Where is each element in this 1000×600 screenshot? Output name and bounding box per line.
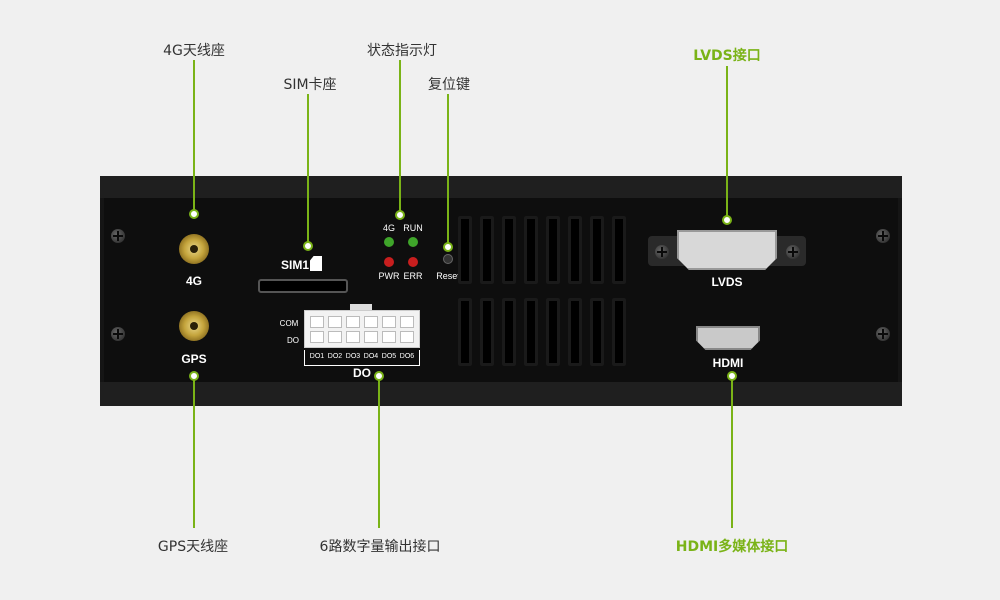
callout-dot-gps	[189, 371, 199, 381]
led-4g-indicator	[384, 237, 394, 247]
vent-slot	[502, 216, 516, 284]
do-pin-labels: DO1 DO2 DO3 DO4 DO5 DO6	[304, 350, 420, 366]
do-pin-label: DO3	[345, 353, 361, 360]
callout-line-reset	[447, 94, 449, 247]
gps-antenna-connector	[179, 311, 209, 341]
reset-button[interactable]	[443, 254, 453, 264]
callout-line-gps	[193, 376, 195, 528]
do-connector-tab	[350, 304, 372, 312]
led-pwr-indicator	[384, 257, 394, 267]
do-terminal-block	[304, 310, 420, 348]
callout-dot-4g	[189, 209, 199, 219]
led-run-label: RUN	[403, 223, 423, 233]
reset-label: Reset	[436, 271, 460, 281]
sim-card-slot	[258, 279, 348, 293]
vent-slot	[612, 298, 626, 366]
vent-slot	[480, 216, 494, 284]
callout-line-hdmi	[731, 376, 733, 528]
screw-icon	[876, 327, 890, 341]
callout-line-lvds	[726, 66, 728, 220]
vent-slot	[590, 298, 604, 366]
vent-slot	[458, 216, 472, 284]
callout-line-4g	[193, 60, 195, 214]
lvds-label: LVDS	[711, 275, 743, 289]
screw-icon	[655, 245, 669, 259]
callout-line-led	[399, 60, 401, 215]
screw-icon	[876, 229, 890, 243]
sim-card-icon	[310, 256, 322, 271]
device-front-panel: 4G GPS SIM1 4G RUN PWR ERR Reset COM DO …	[100, 176, 902, 406]
label-status-led: 状态指示灯	[367, 43, 437, 59]
vent-grille	[450, 214, 630, 370]
sim-label: SIM1	[280, 258, 310, 272]
vent-slot	[612, 216, 626, 284]
do-row-label: DO	[287, 336, 299, 345]
do-pin-label: DO4	[363, 353, 379, 360]
callout-line-do	[378, 376, 380, 528]
callout-dot-hdmi	[727, 371, 737, 381]
vent-slot	[568, 298, 582, 366]
4g-antenna-connector	[179, 234, 209, 264]
vent-slot	[524, 216, 538, 284]
callout-line-sim	[307, 94, 309, 246]
screw-icon	[111, 229, 125, 243]
4g-port-label: 4G	[185, 274, 203, 288]
hdmi-label: HDMI	[712, 356, 744, 370]
label-digital-output: 6路数字量输出接口	[319, 539, 441, 555]
label-reset-key: 复位键	[428, 77, 470, 93]
label-sim-slot: SIM卡座	[283, 77, 337, 93]
hdmi-connector	[696, 326, 760, 350]
gps-port-label: GPS	[181, 352, 207, 366]
callout-dot-sim	[303, 241, 313, 251]
do-pin-label: DO2	[327, 353, 343, 360]
callout-dot-reset	[443, 242, 453, 252]
do-pin-label: DO1	[309, 353, 325, 360]
lvds-connector	[677, 230, 777, 270]
vent-slot	[458, 298, 472, 366]
com-label: COM	[279, 319, 299, 328]
do-pin-label: DO6	[399, 353, 415, 360]
vent-slot	[502, 298, 516, 366]
vent-slot	[524, 298, 538, 366]
vent-slot	[480, 298, 494, 366]
led-4g-label: 4G	[382, 223, 396, 233]
label-hdmi-port: HDMI多媒体接口	[675, 539, 789, 555]
do-pin-label: DO5	[381, 353, 397, 360]
led-err-label: ERR	[403, 271, 423, 281]
vent-slot	[590, 216, 604, 284]
screw-icon	[111, 327, 125, 341]
label-4g-antenna: 4G天线座	[163, 43, 225, 59]
do-label: DO	[353, 366, 371, 380]
led-err-indicator	[408, 257, 418, 267]
screw-icon	[786, 245, 800, 259]
led-pwr-label: PWR	[378, 271, 400, 281]
label-gps-antenna: GPS天线座	[157, 539, 229, 555]
callout-dot-lvds	[722, 215, 732, 225]
led-run-indicator	[408, 237, 418, 247]
vent-slot	[568, 216, 582, 284]
vent-slot	[546, 298, 560, 366]
vent-slot	[546, 216, 560, 284]
callout-dot-do	[374, 371, 384, 381]
callout-dot-led	[395, 210, 405, 220]
label-lvds-port: LVDS接口	[693, 48, 761, 64]
